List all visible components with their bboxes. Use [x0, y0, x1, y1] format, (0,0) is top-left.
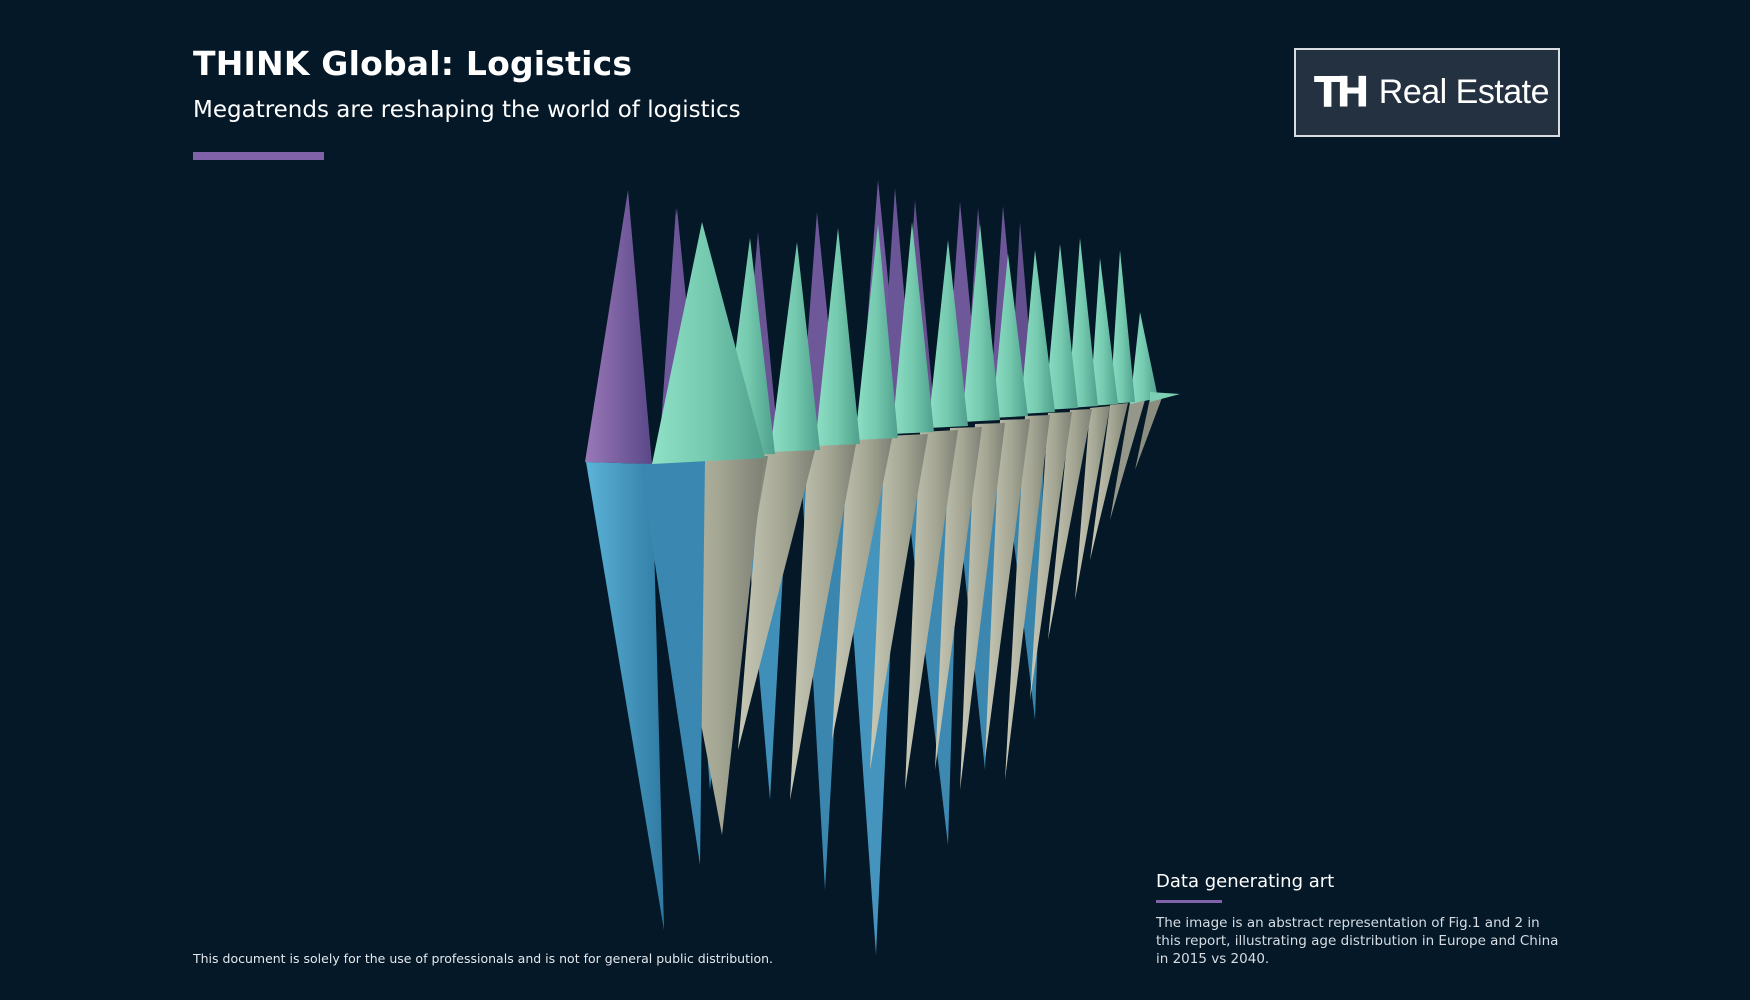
teal-spike-front: [652, 222, 765, 464]
brand-logo: TH Real Estate: [1294, 48, 1560, 137]
logo-mark: TH: [1314, 68, 1370, 117]
page-subtitle: Megatrends are reshaping the world of lo…: [193, 97, 741, 123]
title-accent-bar: [193, 152, 324, 160]
tail-point: [1150, 392, 1180, 402]
page-title: THINK Global: Logistics: [193, 44, 633, 83]
caption-body: The image is an abstract representation …: [1156, 915, 1559, 967]
caption-accent-bar: [1156, 900, 1222, 903]
beige-spikes: [652, 395, 1163, 835]
disclaimer-text: This document is solely for the use of p…: [193, 951, 774, 966]
caption-title: Data generating art: [1156, 871, 1335, 892]
blue-spike-front: [586, 460, 705, 930]
logo-text: Real Estate: [1378, 73, 1550, 111]
